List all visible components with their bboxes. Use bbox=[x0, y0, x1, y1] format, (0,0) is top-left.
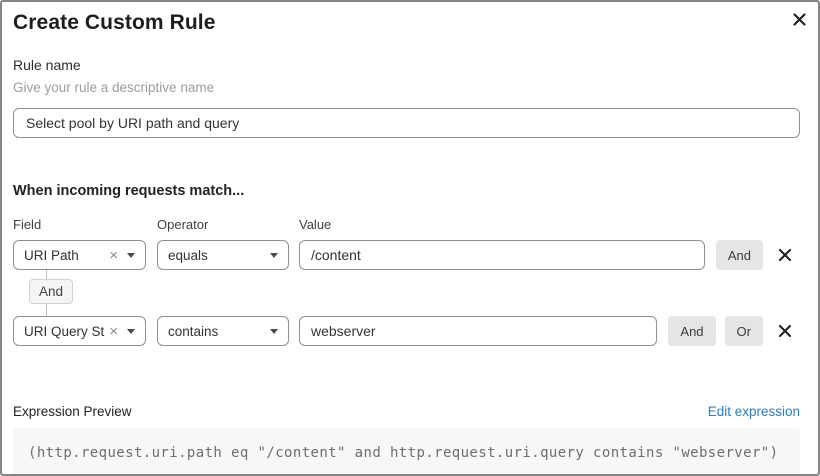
value-input[interactable] bbox=[299, 316, 658, 346]
remove-condition-icon[interactable] bbox=[777, 323, 793, 339]
operator-select-value: equals bbox=[168, 247, 208, 263]
expression-code: (http.request.uri.path eq "/content" and… bbox=[28, 445, 779, 461]
expression-preview-label: Expression Preview bbox=[13, 404, 132, 419]
clear-field-icon[interactable]: × bbox=[109, 322, 118, 340]
rule-name-input[interactable] bbox=[13, 108, 800, 138]
expression-preview-header: Expression Preview Edit expression bbox=[13, 404, 800, 419]
operator-select[interactable]: equals bbox=[157, 240, 289, 270]
field-select[interactable]: URI Path × bbox=[13, 240, 146, 270]
expression-code-block: (http.request.uri.path eq "/content" and… bbox=[13, 428, 800, 474]
chevron-down-icon bbox=[270, 328, 278, 334]
chevron-down-icon bbox=[270, 252, 278, 258]
page-title: Create Custom Rule bbox=[13, 11, 216, 34]
field-select[interactable]: URI Query St... × bbox=[13, 316, 146, 346]
condition-row: URI Path × equals And bbox=[13, 240, 800, 270]
operator-column-label: Operator bbox=[157, 217, 209, 232]
operator-select-value: contains bbox=[168, 323, 219, 339]
field-select-value: URI Query St... bbox=[24, 323, 105, 339]
connector-and-badge: And bbox=[29, 279, 74, 304]
condition-row: URI Query St... × contains And Or bbox=[13, 316, 800, 346]
field-select-value: URI Path bbox=[24, 247, 79, 263]
chevron-down-icon bbox=[127, 328, 135, 334]
rule-name-helper: Give your rule a descriptive name bbox=[13, 80, 215, 95]
and-button[interactable]: And bbox=[715, 240, 763, 270]
value-input[interactable] bbox=[299, 240, 705, 270]
remove-condition-icon[interactable] bbox=[777, 247, 793, 263]
rule-name-label: Rule name bbox=[13, 57, 81, 73]
and-button[interactable]: And bbox=[668, 316, 716, 346]
close-icon[interactable] bbox=[789, 9, 809, 29]
matcher-column-labels: Field Operator Value bbox=[13, 217, 800, 232]
edit-expression-link[interactable]: Edit expression bbox=[707, 404, 800, 419]
clear-field-icon[interactable]: × bbox=[109, 246, 118, 264]
operator-select[interactable]: contains bbox=[157, 316, 289, 346]
value-column-label: Value bbox=[299, 217, 332, 232]
chevron-down-icon bbox=[127, 252, 135, 258]
matcher-heading: When incoming requests match... bbox=[13, 183, 245, 199]
field-column-label: Field bbox=[13, 217, 42, 232]
or-button[interactable]: Or bbox=[724, 316, 763, 346]
condition-connector: And bbox=[13, 270, 800, 316]
